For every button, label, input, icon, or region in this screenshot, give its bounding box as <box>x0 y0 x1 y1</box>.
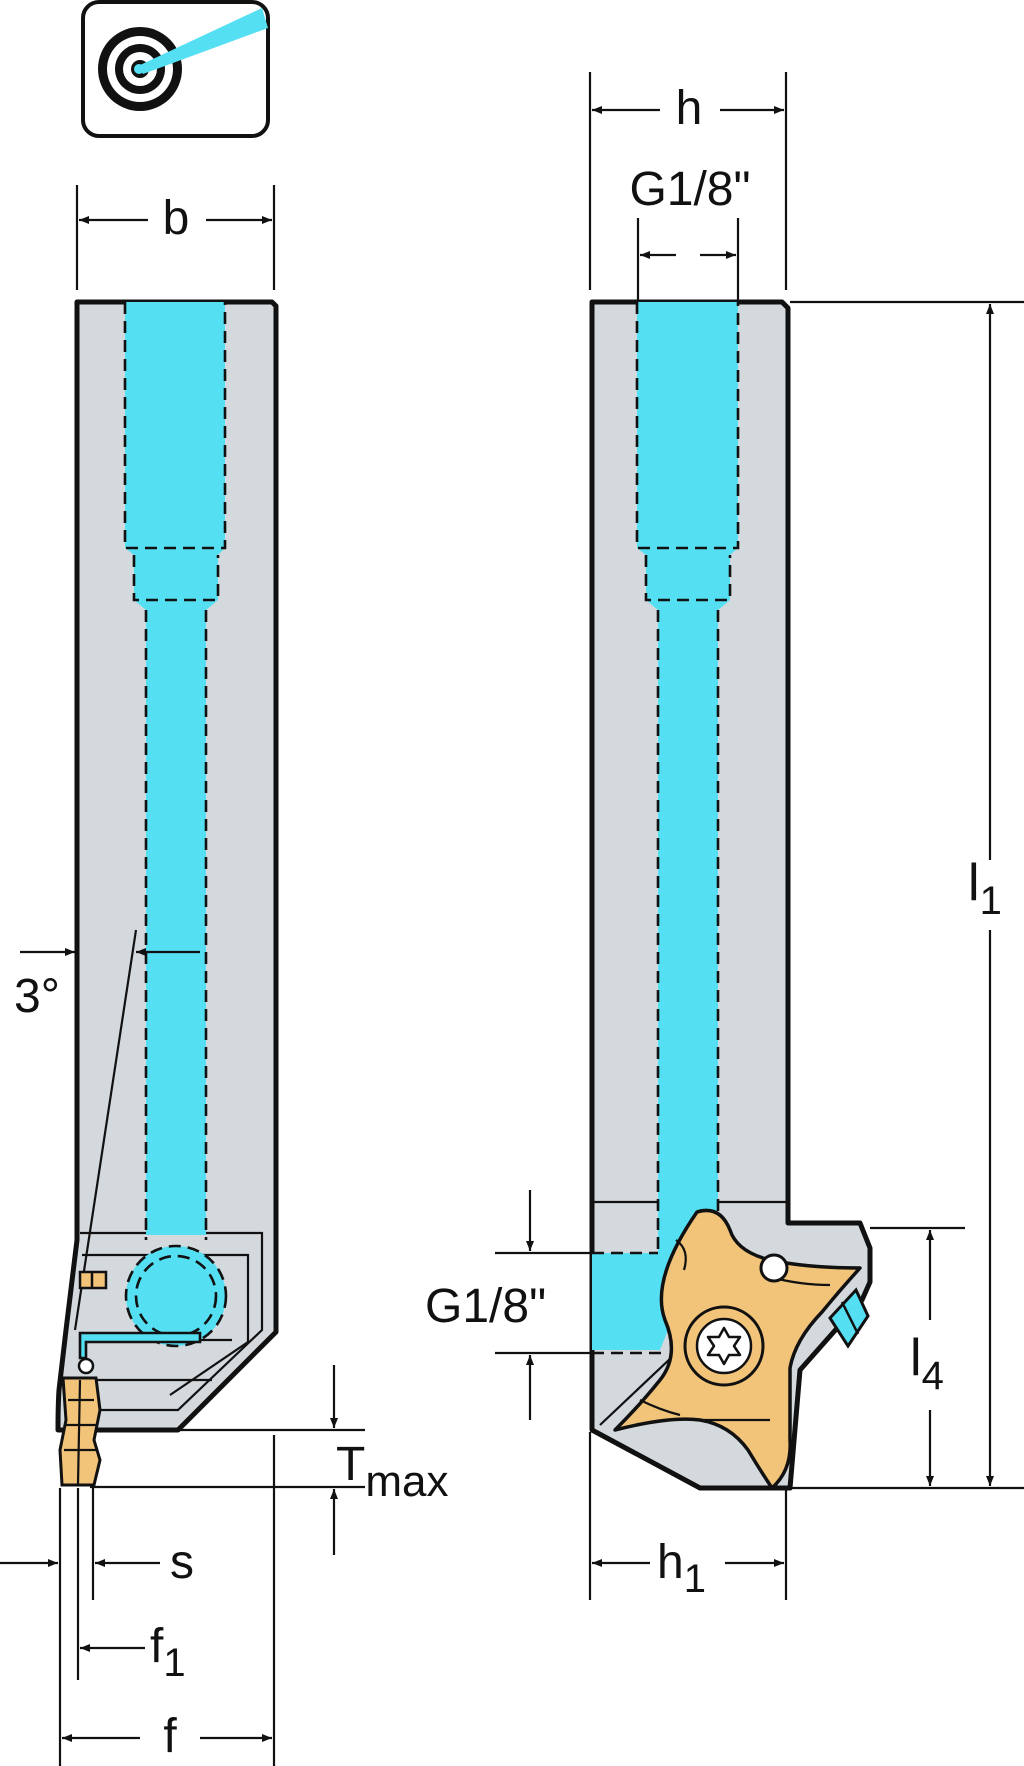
dimension-angle: 3° <box>14 948 200 1023</box>
label-h: h <box>676 82 703 135</box>
dimension-g-top: G1/8" <box>629 163 751 300</box>
dimension-b: b <box>75 185 276 290</box>
dimension-f1: f1 <box>80 1620 186 1685</box>
coolant-channel-front <box>125 302 225 1235</box>
dimension-s: s <box>0 1435 276 1766</box>
dimension-g-side: G1/8" <box>425 1190 592 1420</box>
label-g-top: G1/8" <box>629 163 750 216</box>
indexable-insert <box>613 1208 862 1490</box>
dimension-l1: l1 <box>790 300 1024 1490</box>
label-b: b <box>163 192 190 245</box>
label-l4: l4 <box>910 1329 944 1398</box>
left-view: b 3° Tmax s f1 <box>0 185 448 1766</box>
insert-side <box>58 1357 102 1487</box>
coolant-channel-side <box>592 302 738 1350</box>
label-tmax: Tmax <box>336 1438 448 1506</box>
coolant-target-icon <box>81 0 270 138</box>
label-f: f <box>163 1710 177 1763</box>
label-h1: h1 <box>657 1536 706 1601</box>
label-l1: l1 <box>968 854 1002 923</box>
dimension-h1: h1 <box>588 1432 788 1601</box>
dimension-h: h <box>588 72 788 290</box>
label-g-side: G1/8" <box>425 1280 546 1333</box>
label-s: s <box>170 1536 194 1589</box>
label-angle: 3° <box>14 970 60 1023</box>
dimension-f: f <box>62 1710 272 1763</box>
dimension-l4: l4 <box>870 1226 965 1486</box>
right-view: h G1/8" l1 l4 <box>425 72 1024 1601</box>
dimension-tmax: Tmax <box>90 1365 448 1555</box>
label-f1: f1 <box>150 1620 186 1685</box>
